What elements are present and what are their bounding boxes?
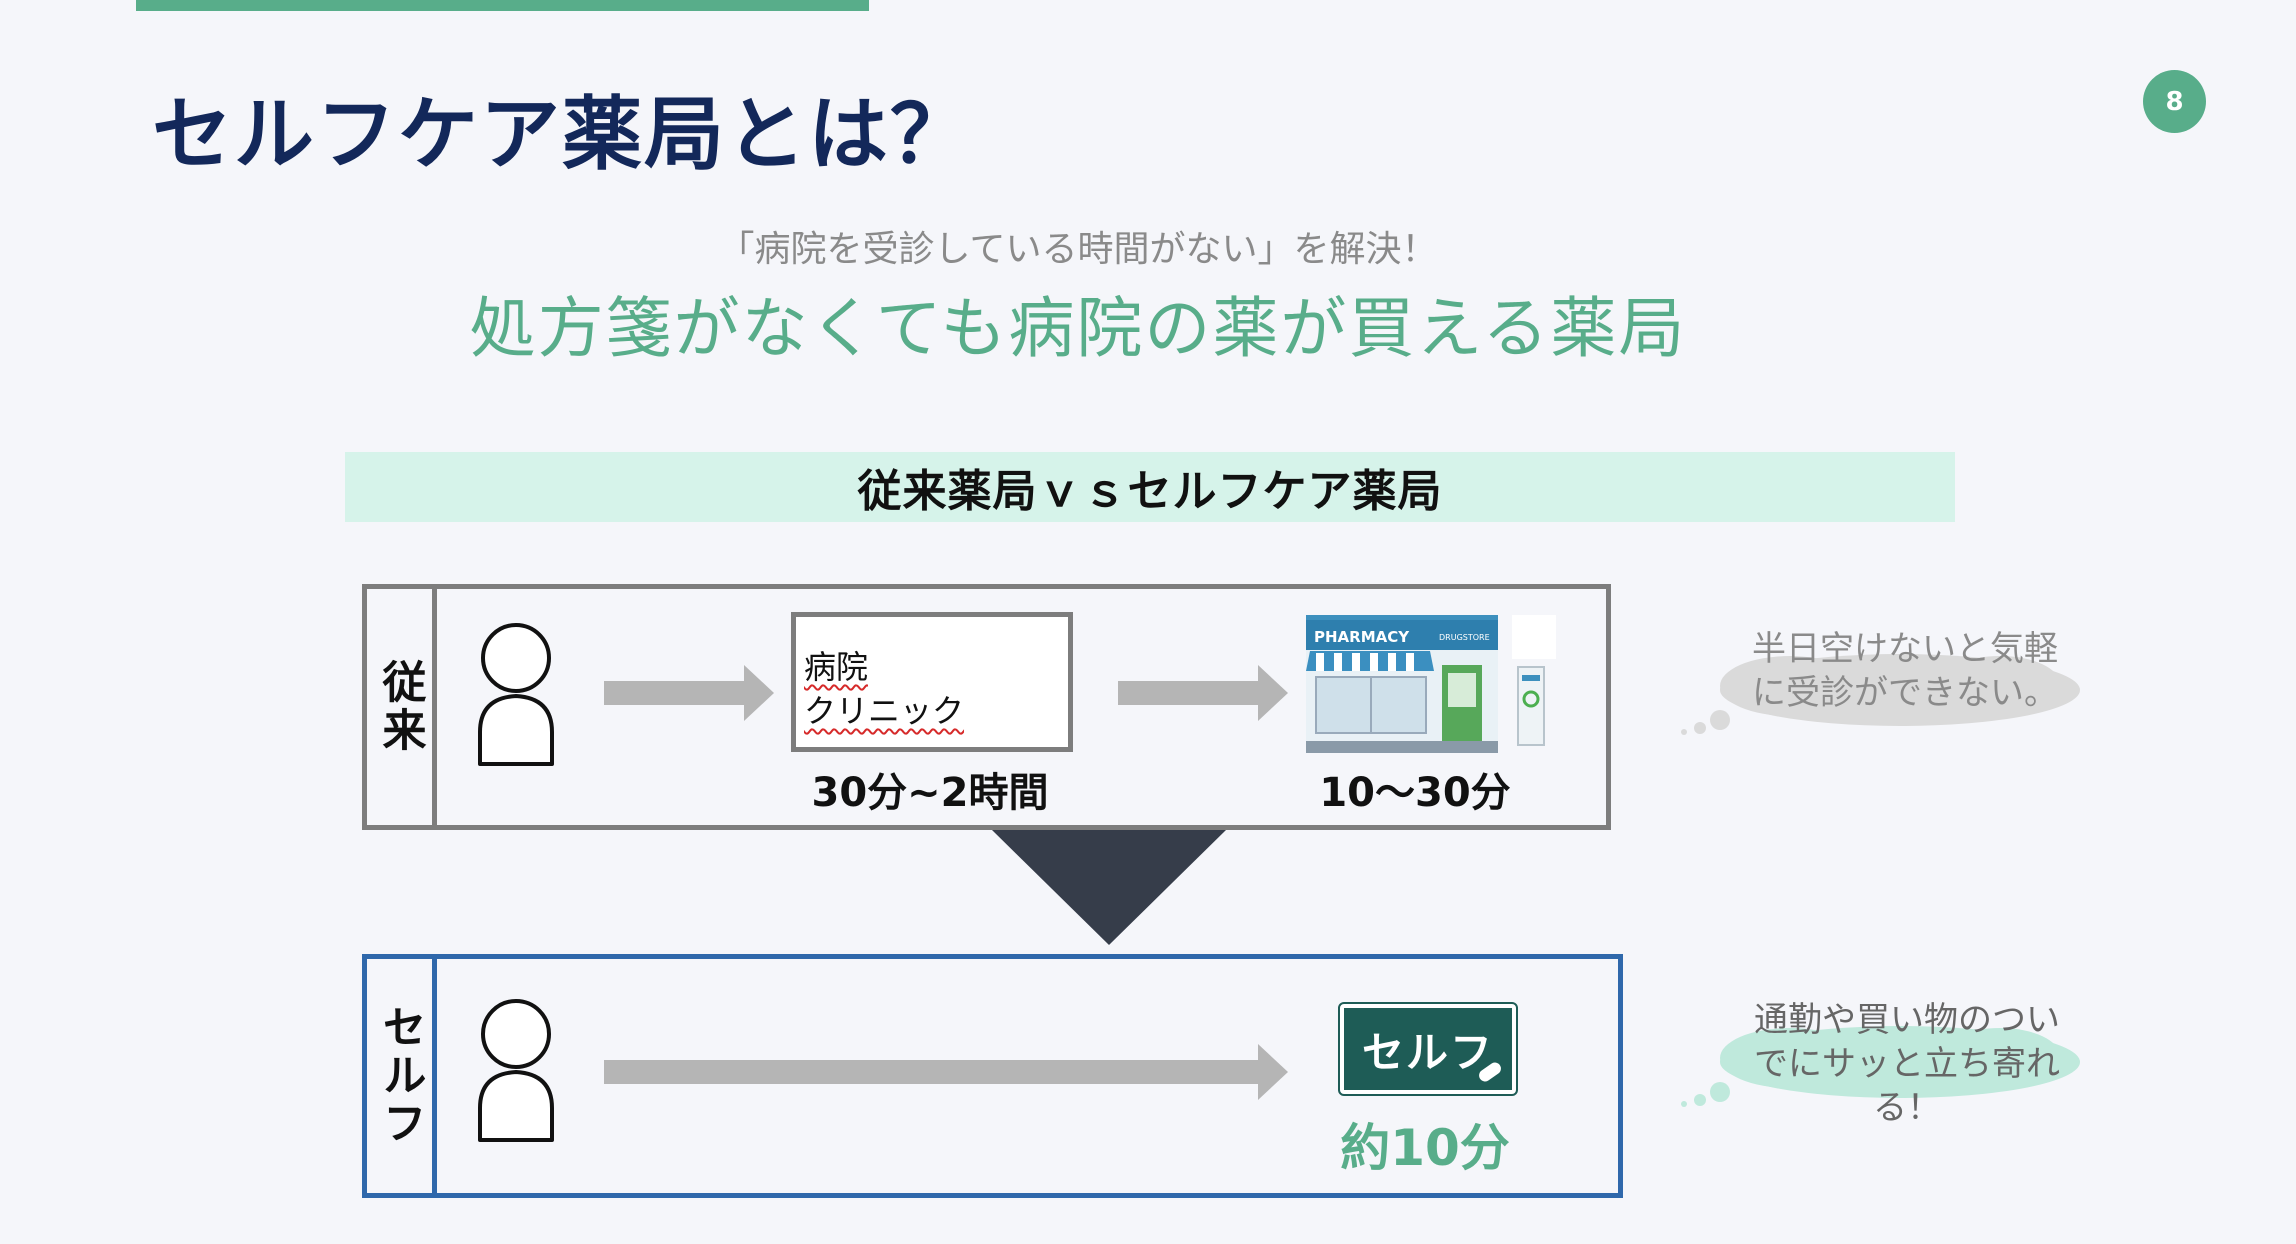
- self-row-label-cell: セルフ: [367, 959, 437, 1193]
- self-care-note: 通勤や買い物のついでにサッと立ち寄れる！: [1754, 1000, 2060, 1128]
- pharmacy-time-label: 10〜30分: [1319, 770, 1511, 816]
- traditional-row-label-cell: 従来: [367, 589, 437, 825]
- traditional-note: 半日空けないと気軽に受診ができない。: [1752, 629, 2058, 713]
- subtitle: 「病院を受診している時間がない」を解決！: [718, 229, 1438, 270]
- note-cloud-mint: [1681, 1026, 2080, 1107]
- self-row-label: セルフ: [374, 1004, 426, 1148]
- self-care-logo: セルフ: [1338, 1002, 1518, 1096]
- arrow-to-pharmacy-icon: [1118, 665, 1288, 721]
- pharmacy-store-icon: PHARMACY DRUGSTORE: [1306, 615, 1556, 753]
- slide-title: セルフケア薬局とは？: [152, 88, 972, 181]
- self-care-flow-row: セルフ: [362, 954, 1623, 1198]
- clinic-label-line1: 病院: [804, 648, 869, 686]
- arrow-to-self-pharmacy-icon: [604, 1044, 1288, 1100]
- top-accent-bar: [136, 0, 869, 11]
- headline: 処方箋がなくても病院の薬が買える薬局: [469, 290, 1687, 367]
- traditional-flow-row: 従来: [362, 584, 1611, 830]
- pharmacy-sign-text: PHARMACY: [1314, 628, 1410, 646]
- clinic-label-line2: クリニック: [804, 692, 965, 730]
- arrow-to-clinic-icon: [604, 665, 774, 721]
- person-icon: [478, 623, 554, 766]
- down-triangle-arrow-icon: [992, 830, 1226, 945]
- comparison-banner: 従来薬局ｖｓセルフケア薬局: [345, 452, 1955, 522]
- drugstore-sign-text: DRUGSTORE: [1439, 633, 1490, 642]
- self-care-time-label: 約10分: [1340, 1119, 1510, 1177]
- clinic-time-label: 30分~2時間: [811, 770, 1049, 816]
- clinic-box: 病院 クリニック: [791, 612, 1073, 752]
- person-icon: [478, 999, 554, 1142]
- page-number-badge: 8: [2143, 70, 2206, 133]
- self-care-logo-text: セルフ: [1361, 1027, 1494, 1077]
- traditional-row-label: 従来: [374, 659, 426, 755]
- note-cloud-gray: [1681, 654, 2080, 735]
